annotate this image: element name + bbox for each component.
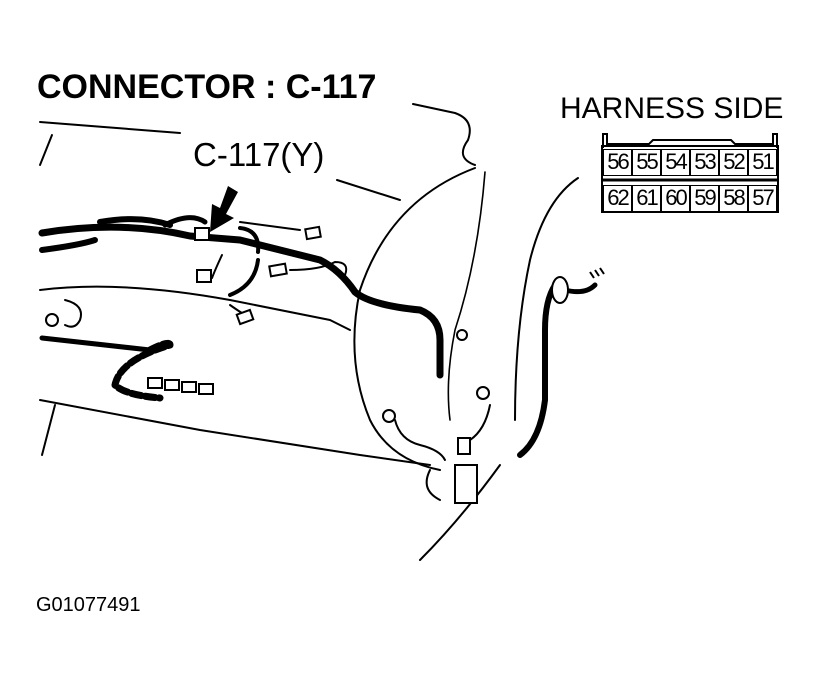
grommet [551, 276, 569, 304]
floor-curve [419, 464, 501, 561]
dash-curve-outer [353, 167, 476, 471]
ground-wire [64, 299, 82, 328]
wire-terminal-mid [456, 329, 468, 341]
grommet-wire [562, 282, 598, 295]
wire-terminal-right [476, 386, 490, 400]
pin-56: 56 [603, 149, 632, 176]
dash-lower-edge [39, 399, 431, 466]
harness-loop [162, 215, 208, 228]
pin-row-bottom: 62 61 60 59 58 57 [603, 185, 777, 212]
dash-curve-inner [447, 171, 486, 421]
harness-side-title: HARNESS SIDE [560, 92, 784, 125]
pin-62: 62 [603, 185, 632, 212]
grommet-tick-3 [599, 267, 605, 275]
ground-terminal [45, 313, 59, 327]
connector-lower-mid [235, 308, 255, 326]
pin-54: 54 [661, 149, 690, 176]
junction-block [454, 464, 478, 504]
lower-connector-2 [164, 379, 180, 391]
pin-row-top: 56 55 54 53 52 51 [603, 149, 777, 176]
wire-bottom-a [469, 404, 491, 441]
wire-loop-left [394, 419, 446, 461]
harness-branch-right [238, 226, 261, 254]
pin-52: 52 [719, 149, 748, 176]
pin-58: 58 [719, 185, 748, 212]
wire-down-left [211, 254, 223, 279]
connector-mid-right [268, 262, 288, 278]
wire-to-top-connector [239, 221, 301, 231]
pin-53: 53 [690, 149, 719, 176]
pin-60: 60 [661, 185, 690, 212]
wire-to-right-connector [289, 261, 348, 276]
grommet-tick-1 [589, 271, 595, 279]
connector-c117-body [194, 227, 210, 241]
figure-id: G01077491 [36, 594, 141, 616]
pointer-arrow [210, 186, 238, 232]
harness-connector-pinout: 56 55 54 53 52 51 62 61 60 59 58 57 [601, 130, 781, 214]
dashboard-edge-left-mark [39, 134, 53, 166]
harness-branch-lower [39, 237, 98, 253]
dashboard-top-edge [39, 121, 181, 134]
pin-59: 59 [690, 185, 719, 212]
lower-harness [39, 335, 153, 353]
lower-connector-3 [181, 381, 197, 393]
lower-connector-4 [198, 383, 214, 395]
lower-connector-1 [147, 377, 163, 389]
dash-middle-edge [39, 285, 351, 331]
pin-51: 51 [748, 149, 777, 176]
connector-housing [601, 133, 779, 213]
main-harness [38, 223, 444, 379]
junction-block-small [457, 437, 471, 455]
wire-thin-right [514, 177, 579, 421]
pin-61: 61 [632, 185, 661, 212]
wire-bottom-b [425, 469, 441, 501]
harness-down-branch [228, 258, 260, 297]
connector-top-right [304, 225, 322, 241]
callout-leader [336, 179, 401, 201]
pin-55: 55 [632, 149, 661, 176]
connector-mid-left [196, 269, 212, 283]
pin-57: 57 [748, 185, 777, 212]
wire-terminal-left [382, 409, 396, 423]
right-harness [517, 282, 558, 458]
dash-lower-left [41, 404, 56, 456]
connector-callout-label: C-117(Y) [193, 136, 325, 173]
grommet-tick-2 [594, 269, 600, 277]
lower-harness-curve [111, 339, 174, 402]
page-title: CONNECTOR : C-117 [37, 68, 377, 106]
dashboard-top-right-edge [412, 103, 476, 166]
